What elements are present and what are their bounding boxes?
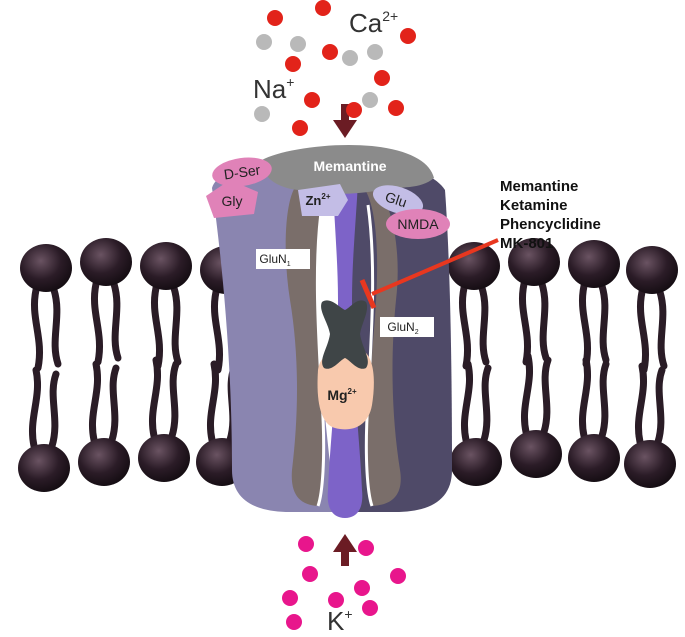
glun1-label: GluN1 (259, 252, 290, 268)
blocker-item: Ketamine (500, 197, 568, 214)
receptor-labels: Memantine D-Ser Gly Zn2+ Glu NMDA GluN1 … (222, 158, 440, 403)
nmda-binding-site (386, 209, 450, 239)
glun2-label-box (380, 317, 434, 337)
na-ion-dot (290, 36, 306, 52)
glun2-inner-subunit (362, 182, 401, 506)
inhibition-line (371, 238, 499, 296)
blocker-inhibition-indicator (359, 238, 499, 309)
k-ion-dot (358, 540, 374, 556)
blocker-item: MK-801 (500, 235, 553, 252)
ion-particles (254, 0, 416, 630)
glun2-label: GluN2 (387, 320, 418, 336)
ca-ion-dot (374, 70, 390, 86)
blocker-item: Phencyclidine (500, 216, 601, 233)
na-label: Na+ (253, 74, 294, 104)
ca-ion-dot (267, 10, 283, 26)
ion-labels: Ca2+ Na+ K+ (253, 8, 398, 636)
na-ion-dot (256, 34, 272, 50)
k-ion-dot (390, 568, 406, 584)
ca-ion-dot (285, 56, 301, 72)
na-symbol: Na (253, 74, 287, 104)
d-ser-binding-site (212, 157, 272, 187)
phospholipid (450, 360, 502, 486)
phospholipid (18, 366, 70, 492)
phospholipid (140, 242, 192, 370)
na-ion-dot (367, 44, 383, 60)
na-charge: + (286, 74, 294, 90)
glu-binding-site (372, 185, 424, 215)
phospholipid (624, 362, 676, 488)
k-ion-dot (282, 590, 298, 606)
k-ion-dot (354, 580, 370, 596)
phospholipid (138, 356, 190, 482)
k-ion-dot (328, 592, 344, 608)
phospholipid (626, 246, 678, 374)
mg-symbol: Mg (327, 387, 347, 403)
blocker-item: Memantine (500, 178, 578, 195)
gly-label: Gly (222, 193, 243, 209)
inhibition-bar (359, 279, 377, 309)
d-ser-label: D-Ser (223, 161, 262, 182)
k-label: K+ (327, 606, 353, 636)
ca-symbol: Ca (349, 8, 383, 38)
phospholipid (448, 242, 500, 370)
zn-symbol: Zn (305, 193, 321, 208)
glun1-label-box (256, 249, 310, 269)
k-charge: + (344, 606, 352, 622)
k-ion-dot (302, 566, 318, 582)
zn-charge: 2+ (321, 192, 330, 201)
mg-block-site (317, 348, 374, 430)
k-ion-dot (286, 614, 302, 630)
receptor-top-cap (262, 144, 434, 194)
influx-arrow (333, 104, 357, 138)
glun1-subscript: 1 (287, 261, 291, 268)
mg-charge: 2+ (348, 387, 357, 396)
phospholipid (80, 238, 132, 366)
zn-label: Zn2+ (305, 192, 330, 208)
ca-label: Ca2+ (349, 8, 398, 38)
ca-ion-dot (292, 120, 308, 136)
ca-ion-dot (400, 28, 416, 44)
phospholipid (78, 360, 130, 486)
phospholipid (510, 352, 562, 478)
ca-ion-dot (388, 100, 404, 116)
na-ion-dot (362, 92, 378, 108)
ca-ion-dot (346, 102, 362, 118)
ca-ion-dot (304, 92, 320, 108)
ca-charge: 2+ (382, 8, 398, 24)
glun2-text: GluN (387, 320, 414, 334)
zn-binding-site (298, 184, 348, 216)
efflux-arrow (333, 534, 357, 566)
ca-ion-dot (315, 0, 331, 16)
glun2-subscript: 2 (415, 329, 419, 336)
k-ion-dot (298, 536, 314, 552)
na-ion-dot (254, 106, 270, 122)
gly-binding-site (206, 180, 258, 218)
na-ion-dot (342, 50, 358, 66)
k-symbol: K (327, 606, 345, 636)
ca-ion-dot (322, 44, 338, 60)
channel-blocker-shape (321, 300, 368, 369)
memantine-site-label: Memantine (313, 158, 386, 174)
glun1-text: GluN (259, 252, 286, 266)
phospholipid (508, 238, 560, 366)
mg-label: Mg2+ (327, 387, 357, 403)
phospholipid (568, 356, 620, 482)
phospholipid (20, 244, 72, 372)
nmda-label: NMDA (397, 216, 439, 232)
k-ion-dot (362, 600, 378, 616)
phospholipid (568, 240, 620, 368)
blocker-list: Memantine Ketamine Phencyclidine MK-801 (500, 178, 601, 252)
glu-label: Glu (383, 188, 409, 210)
